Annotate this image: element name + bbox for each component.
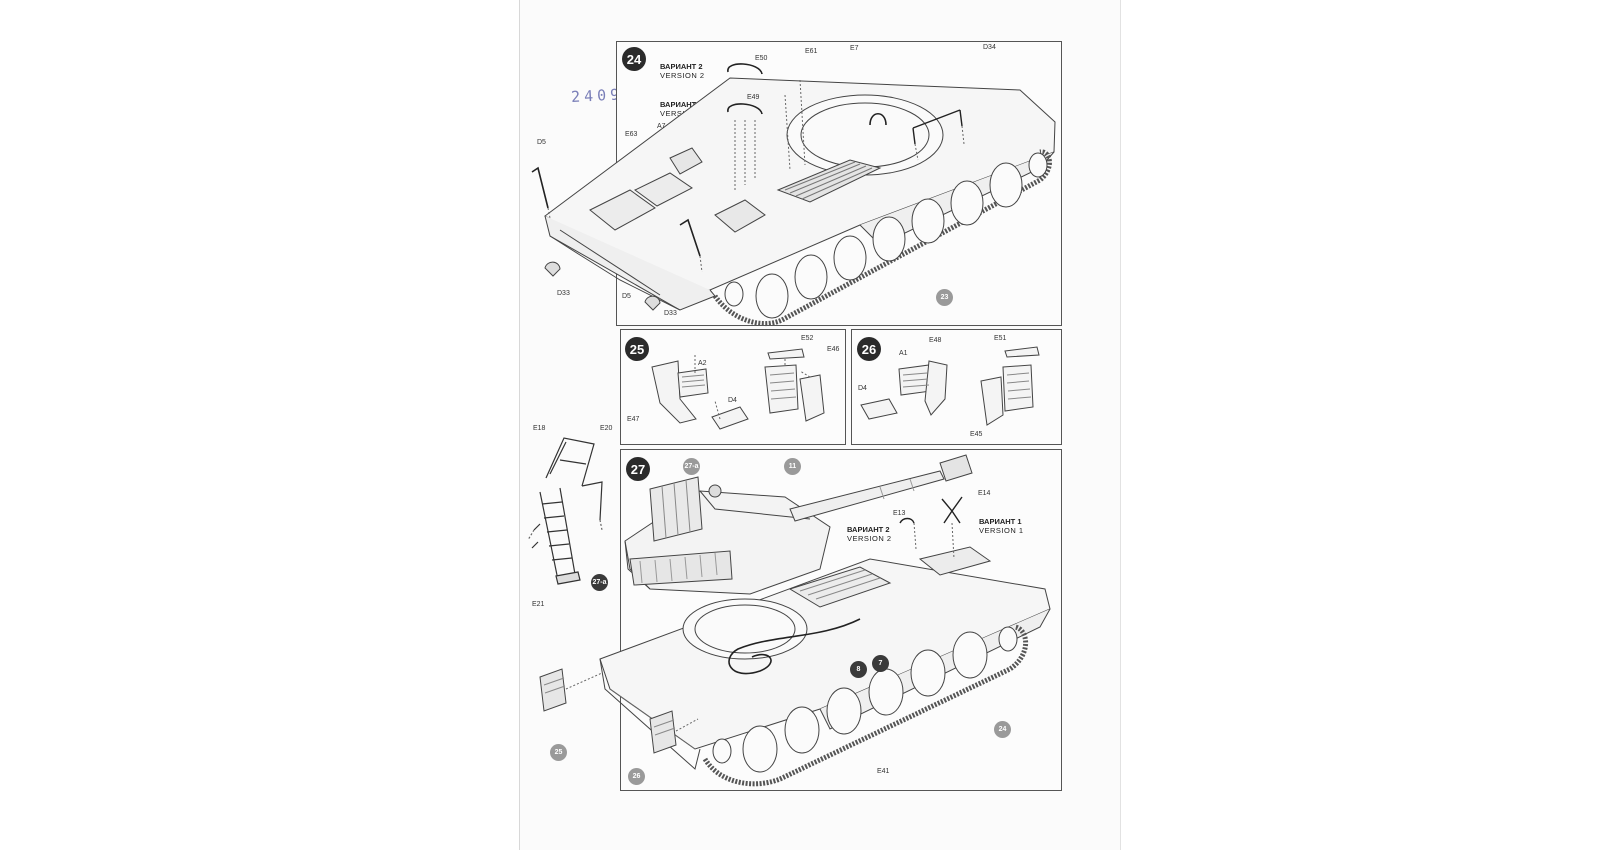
- step-26-badge: 26: [857, 337, 881, 361]
- marker-8: 8: [850, 661, 867, 678]
- part-label: E20: [600, 425, 613, 432]
- step-27a-ladder-drawing: [520, 430, 620, 600]
- part-label: E51: [994, 335, 1007, 342]
- part-label: D4: [858, 385, 867, 392]
- part-label: A7: [657, 123, 666, 130]
- step-25-mudflap-drawing: [620, 329, 844, 443]
- step-27-variant-2: ВАРИАНТ 2 VERSION 2: [847, 525, 892, 543]
- part-label: E46: [827, 346, 840, 353]
- part-label: D33: [557, 290, 570, 297]
- variant-en: VERSION 2: [660, 70, 705, 80]
- step-24-variant-2: ВАРИАНТ 2 VERSION 2: [660, 62, 705, 80]
- ref-badge-11: 11: [784, 458, 801, 475]
- step-24-badge: 24: [622, 47, 646, 71]
- ref-badge-26: 26: [628, 768, 645, 785]
- step-25-badge: 25: [625, 337, 649, 361]
- part-label: E18: [533, 425, 546, 432]
- step-24-hull-drawing: [520, 40, 1065, 330]
- part-label: D4: [728, 397, 737, 404]
- marker-7: 7: [872, 655, 889, 672]
- part-label: E7: [850, 45, 859, 52]
- part-label: E45: [970, 431, 983, 438]
- part-label: E63: [625, 131, 638, 138]
- ref-badge-27a: 27-a: [683, 458, 700, 475]
- part-label: D5: [537, 139, 546, 146]
- variant-ru: ВАРИАНТ 2: [660, 62, 703, 71]
- part-label: E47: [627, 416, 640, 423]
- part-label: D34: [983, 44, 996, 51]
- part-label: E61: [805, 48, 818, 55]
- part-label: D33: [664, 310, 677, 317]
- variant-en: VERSION 2: [847, 533, 892, 543]
- step-24-variant-1: ВАРИАНТ 1 VERSION 1: [660, 100, 705, 119]
- variant-ru: ВАРИАНТ 1: [979, 517, 1022, 526]
- part-label: E13: [893, 510, 906, 517]
- step-26-mudflap-drawing: [851, 329, 1060, 443]
- step-27-variant-1: ВАРИАНТ 1 VERSION 1: [979, 517, 1024, 535]
- variant-ru: ВАРИАНТ 1: [660, 100, 703, 109]
- variant-en: VERSION 1: [979, 525, 1024, 535]
- part-label: E21: [532, 601, 545, 608]
- ref-badge-24: 24: [994, 721, 1011, 738]
- part-label: E49: [747, 94, 760, 101]
- part-label: E14: [978, 490, 991, 497]
- part-label: D5: [622, 293, 631, 300]
- part-label: E41: [877, 768, 890, 775]
- step-27-badge: 27: [626, 457, 650, 481]
- ref-badge: 23: [936, 289, 953, 306]
- part-label: A2: [698, 360, 707, 367]
- variant-ru: ВАРИАНТ 2: [847, 525, 890, 534]
- step-27a-badge: 27-a: [591, 574, 608, 591]
- part-label: E50: [755, 55, 768, 62]
- part-label: A1: [899, 350, 908, 357]
- step-27-vehicle-drawing: [520, 449, 1065, 794]
- ref-badge-25: 25: [550, 744, 567, 761]
- variant-en: VERSION 1: [660, 109, 705, 119]
- part-label: E48: [929, 337, 942, 344]
- part-label: E52: [801, 335, 814, 342]
